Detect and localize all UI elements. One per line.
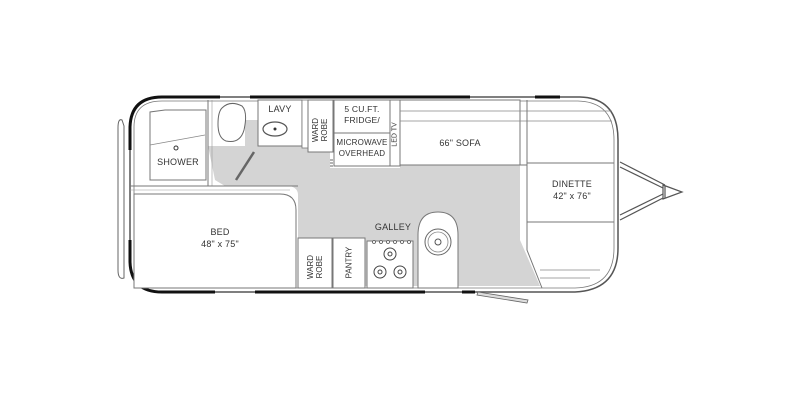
rear-bumper [117,119,125,279]
wardrobe-top-label: WARD ROBE [311,117,329,143]
bed-label: BED 48" x 75" [201,227,239,249]
sofa-label: 66" SOFA [439,138,481,148]
wardrobe-top [307,99,334,153]
shower-room [149,109,207,181]
bed [133,193,297,289]
bathroom-door [234,151,256,181]
sofa [399,99,612,166]
pantry-label: PANTRY [344,246,354,279]
toilet-icon [217,102,247,142]
lavy-room [257,99,303,147]
microwave-label: MICROWAVE OVERHEAD [336,138,388,158]
galley-label: GALLEY [374,222,412,232]
pantry [332,237,366,289]
wardrobe-bottom [297,237,333,289]
hitch-tongue [619,161,684,221]
shower-label: SHOWER [157,157,199,167]
shower-drain-icon [173,145,179,151]
fridge-label: 5 CU.FT. FRIDGE/ [344,104,380,125]
lavy-label: LAVY [268,104,292,114]
stove-burner-icons [373,247,407,279]
wardrobe-bottom-label: WARD ROBE [306,254,324,280]
tv-label: LED TV [391,122,399,147]
drain-icon [434,238,442,246]
dinette-label: DINETTE 42" x 76" [552,179,592,201]
entry-door [476,291,529,304]
dark-wall-segments [128,95,560,294]
